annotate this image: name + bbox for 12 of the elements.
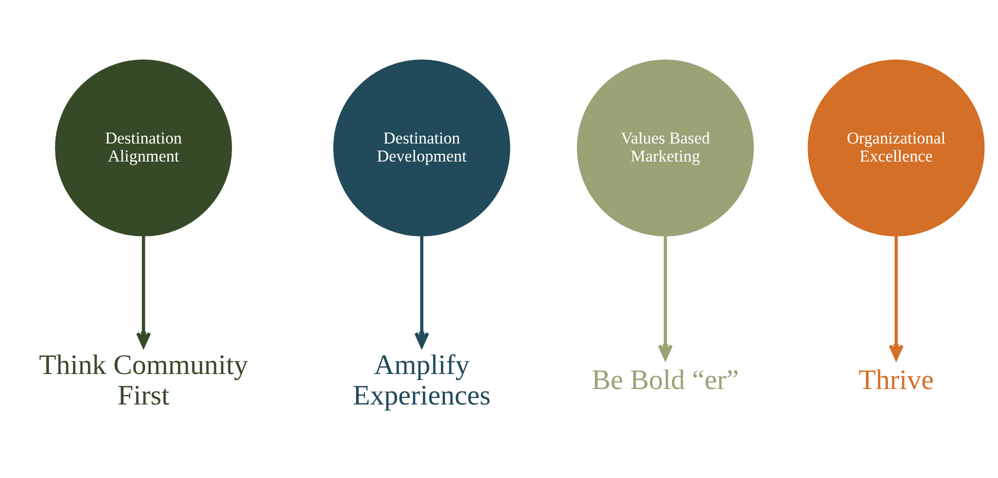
- node-text: Amplify Experiences: [352, 350, 491, 412]
- node-circle: Destination Development: [333, 60, 510, 236]
- node-circle: Destination Alignment: [55, 60, 232, 236]
- node-text: Thrive: [858, 365, 934, 396]
- node-circle: Values Based Marketing: [576, 60, 754, 236]
- arrow: [888, 236, 904, 360]
- node-text: Think Community First: [38, 350, 248, 412]
- arrow: [658, 236, 673, 360]
- node-circle: Organizational Excellence: [808, 60, 985, 236]
- arrow: [136, 236, 151, 348]
- arrow: [414, 236, 430, 348]
- node-text: Be Bold “er”: [592, 365, 739, 396]
